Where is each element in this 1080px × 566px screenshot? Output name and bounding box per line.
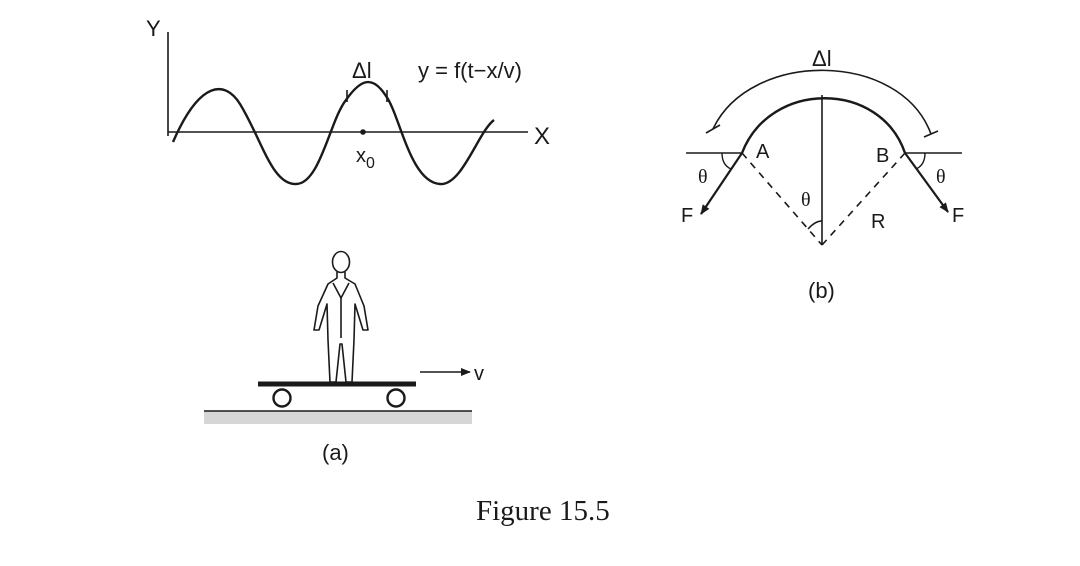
delta-l-label: Δl — [352, 58, 372, 83]
force-arrow-right — [904, 152, 949, 213]
y-axis-label: Y — [146, 16, 161, 41]
outer-arc — [712, 69, 932, 135]
center-angle-label: θ — [801, 189, 811, 211]
panel-a-cart: v (a) — [204, 250, 484, 465]
left-force-label: F — [681, 205, 693, 227]
right-angle-arc — [915, 152, 926, 170]
person-figure — [313, 250, 369, 383]
cart-wheel-left — [272, 388, 292, 408]
wave-equation: y = f(t−x/v) — [418, 58, 522, 83]
force-arrow-left — [700, 152, 743, 215]
panel-b-label: (b) — [808, 278, 835, 303]
velocity-label: v — [474, 363, 484, 385]
right-angle-label: θ — [936, 166, 946, 188]
string-arc — [740, 97, 907, 154]
outer-arc-tick-left — [705, 124, 721, 134]
x0-label: x0 — [356, 145, 375, 172]
center-angle-arc — [807, 220, 823, 230]
panel-b: Δl θ F F θ θ A B R (b) — [681, 44, 964, 303]
radius-label: R — [871, 211, 885, 233]
radius-b-dashed — [821, 152, 906, 246]
panel-a-wave: Y X Δl y = f(t−x/v) x0 — [146, 16, 550, 186]
outer-arc-tick-right — [923, 130, 939, 138]
ground-surface — [204, 411, 472, 424]
figure-caption: Figure 15.5 — [476, 495, 610, 527]
panel-a-label: (a) — [322, 440, 349, 465]
left-angle-arc — [721, 152, 732, 170]
wave-curve — [171, 81, 495, 186]
x-axis-label: X — [534, 123, 550, 150]
point-a-label: A — [756, 141, 770, 163]
arc-label: Δl — [812, 46, 832, 71]
left-angle-label: θ — [698, 166, 708, 188]
point-b-label: B — [876, 145, 889, 167]
x0-point — [360, 129, 366, 135]
arc-label-gap — [808, 44, 844, 68]
right-force-label: F — [952, 205, 964, 227]
cart-wheel-right — [386, 388, 406, 408]
